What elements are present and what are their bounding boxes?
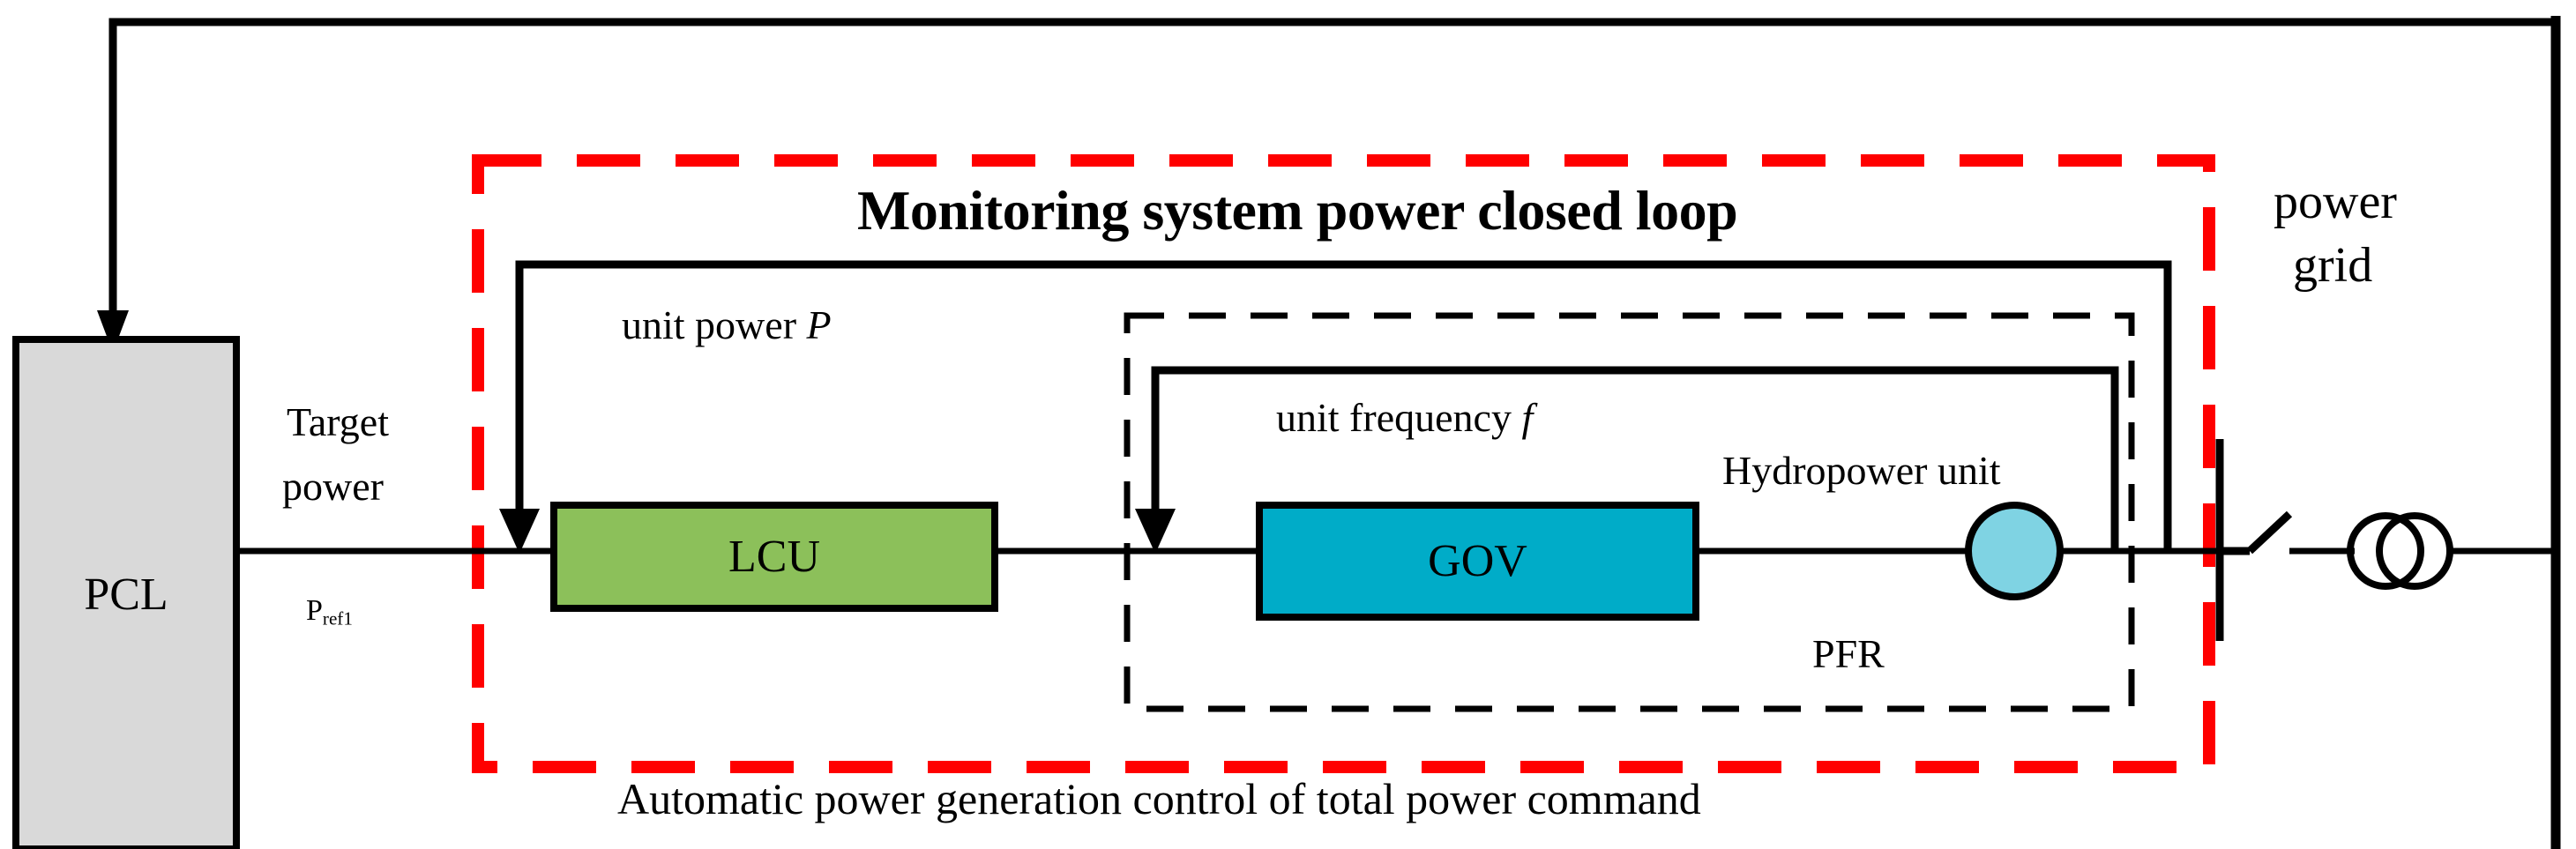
unit-power-arrowhead [499,509,540,554]
grid-to-pcl-feedback-line [108,18,2556,326]
diagram-title: Monitoring system power closed loop [857,179,1738,242]
lcu-block[interactable] [550,502,998,612]
target-power-label-line1: Target [287,399,389,444]
unit-power-text: unit power [622,302,807,347]
unit-power-feedback-line [515,260,2172,551]
pcl-input-arrowhead [97,310,129,353]
pref-symbol: P [306,594,323,627]
unit-power-label: unit power P [622,302,832,347]
unit-frequency-feedback-line [1151,366,2119,551]
pcl-block[interactable] [12,336,240,849]
power-grid-label-line2: grid [2293,238,2373,293]
gov-block[interactable] [1256,502,1699,621]
switch-blade-icon[interactable] [2246,510,2293,555]
unit-frequency-symbol: f [1521,395,1534,440]
pcl-block-label: PCL [84,569,168,620]
pfr-boundary [1124,312,2135,712]
target-power-label-line2: power [282,464,384,509]
unit-frequency-text: unit frequency [1276,395,1522,440]
hydropower-unit-label: Hydropower unit [1722,448,2001,493]
diagram-caption: Automatic power generation control of to… [617,774,1701,823]
pfr-label: PFR [1812,631,1885,676]
unit-power-symbol: P [806,302,832,347]
gov-block-label: GOV [1428,536,1527,586]
pref-subscript: ref1 [322,607,353,629]
lcu-block-label: LCU [728,532,820,582]
monitoring-loop-boundary [472,154,2215,773]
pref1-label: Pref1 [306,594,353,629]
unit-frequency-arrowhead [1135,509,1176,554]
transformer-winding-primary-icon [2347,512,2424,590]
generator-symbol[interactable] [1965,502,2064,600]
power-grid-label-line1: power [2274,175,2397,229]
unit-frequency-label: unit frequency f [1276,395,1534,440]
